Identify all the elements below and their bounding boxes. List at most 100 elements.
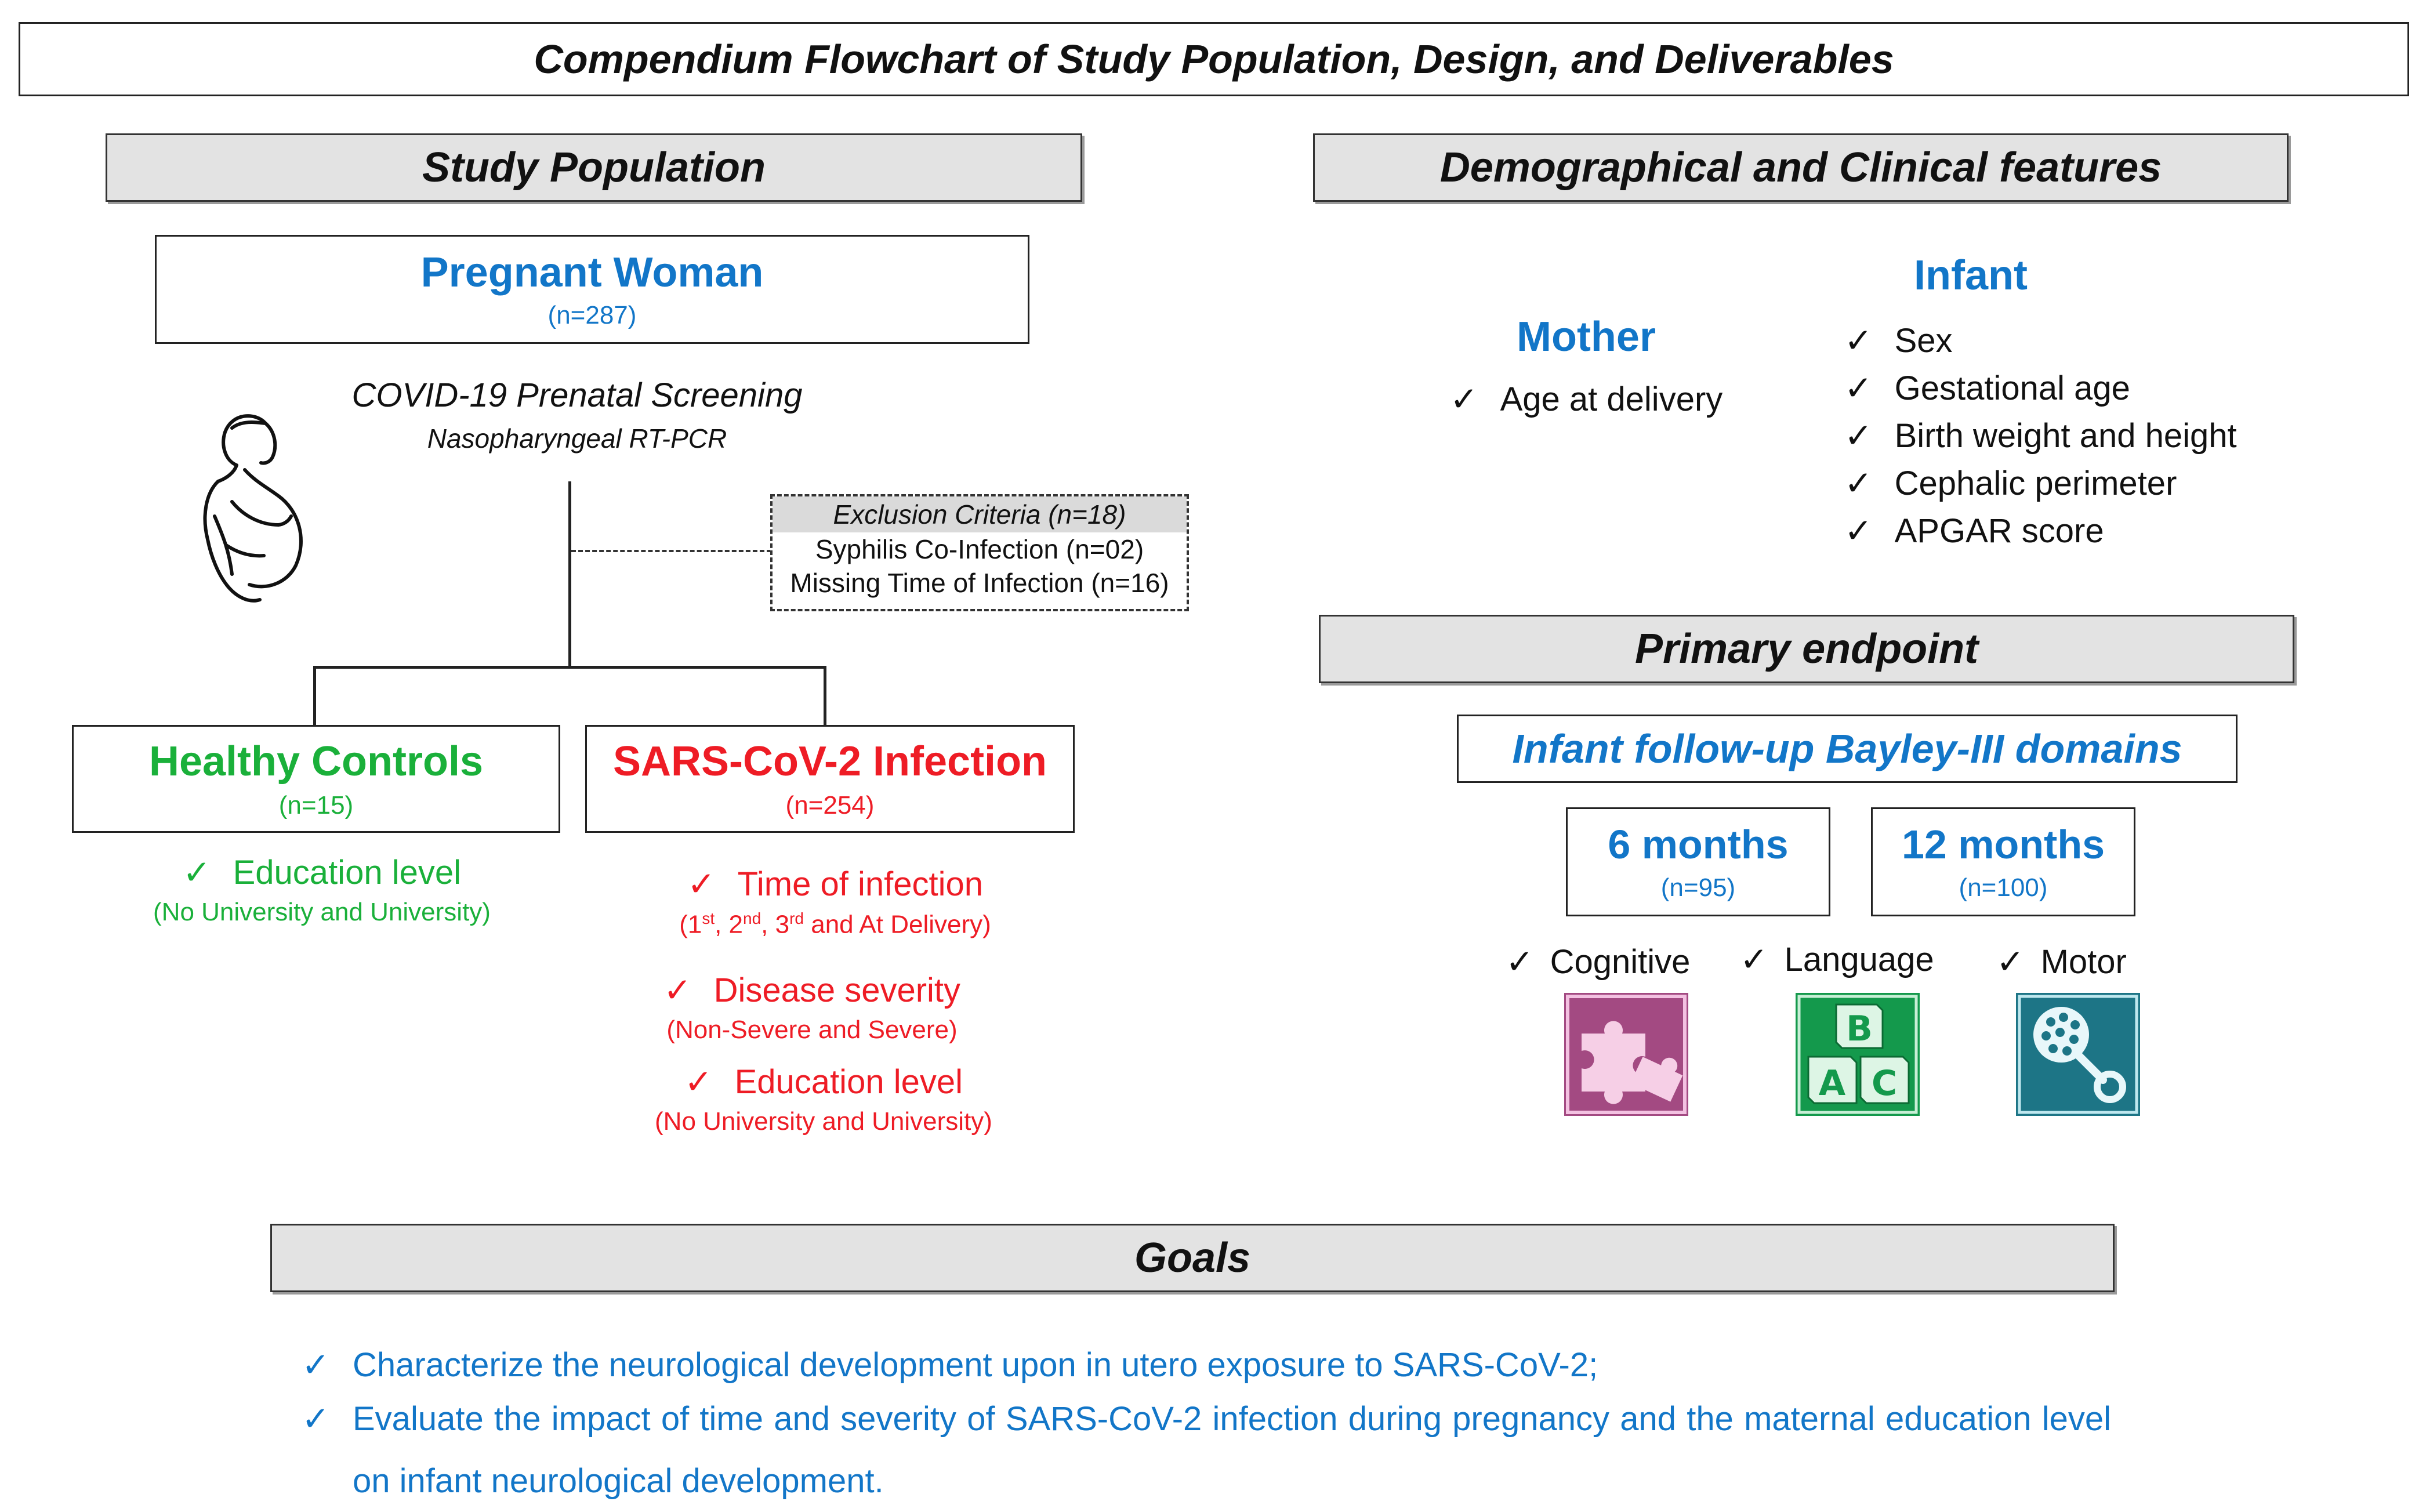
check-icon: ✓ — [1844, 417, 1873, 455]
exclusion-criteria-title-bar: Exclusion Criteria (n=18) — [773, 496, 1187, 532]
check-icon: ✓ — [1506, 943, 1534, 981]
controls-criterion-label: Education level — [233, 853, 461, 891]
goal-text: Evaluate the impact of time and severity… — [353, 1400, 2111, 1500]
connector-left-drop — [313, 666, 316, 726]
infection-box: SARS-CoV-2 Infection (n=254) — [585, 725, 1075, 833]
healthy-controls-box: Healthy Controls (n=15) — [72, 725, 560, 833]
infant-item-label: Sex — [1894, 321, 1953, 360]
check-icon: ✓ — [183, 854, 211, 891]
controls-criterion-detail: (No University and University) — [153, 898, 491, 926]
infection-criterion-label: Disease severity — [713, 971, 961, 1009]
domain-motor: ✓ Motor — [1996, 938, 2127, 985]
check-icon: ✓ — [1450, 380, 1478, 418]
check-icon: ✓ — [1844, 369, 1873, 407]
goals-header: Goals — [270, 1224, 2115, 1292]
features-header: Demographical and Clinical features — [1313, 133, 2289, 202]
check-icon: ✓ — [663, 971, 692, 1009]
timepoint-count: (n=100) — [1959, 873, 2048, 902]
goal-text: Characterize the neurological developmen… — [353, 1346, 1598, 1384]
exclusion-item: Syphilis Co-Infection (n=02) — [815, 534, 1144, 564]
timepoint-label: 6 months — [1608, 822, 1789, 867]
pregnant-woman-label: Pregnant Woman — [420, 249, 764, 296]
timepoint-box: 6 months (n=95) — [1566, 807, 1830, 916]
timepoint-label: 12 months — [1901, 822, 2105, 867]
endpoint-header: Primary endpoint — [1319, 615, 2294, 683]
infection-criterion-education: ✓ Education level (No University and Uni… — [557, 1062, 1090, 1136]
infant-item-label: Cephalic perimeter — [1894, 464, 2177, 502]
study-population-header-label: Study Population — [422, 144, 766, 191]
infant-item-label: Gestational age — [1894, 369, 2130, 407]
check-icon: ✓ — [1844, 465, 1873, 502]
title-box: Compendium Flowchart of Study Population… — [19, 22, 2409, 96]
infant-column: Infant ✓ Sex ✓ Gestational age ✓ Birth w… — [1844, 252, 2273, 554]
svg-text:B: B — [1846, 1009, 1873, 1049]
pregnant-woman-icon — [203, 414, 303, 603]
infection-criterion-detail: (Non-Severe and Severe) — [666, 1016, 958, 1044]
infection-criterion-severity: ✓ Disease severity (Non-Severe and Sever… — [545, 970, 1079, 1045]
infection-criterion-detail: (1st, 2nd, 3rd and At Delivery) — [679, 909, 991, 940]
infant-item: ✓ Sex — [1844, 317, 2273, 364]
domain-language: ✓ Language — [1740, 936, 1934, 982]
domain-label: Motor — [2040, 942, 2127, 981]
abc-blocks-icon: B A C — [1796, 993, 1920, 1116]
screening-subtitle: Nasopharyngeal RT-PCR — [427, 423, 727, 454]
mother-item-label: Age at delivery — [1500, 380, 1723, 418]
check-icon: ✓ — [1740, 941, 1768, 978]
mother-column: Mother ✓ Age at delivery — [1450, 313, 1751, 419]
detail-part: and At Delivery) — [804, 910, 991, 939]
infection-count: (n=254) — [785, 791, 875, 820]
svg-text:A: A — [1819, 1063, 1846, 1104]
exclusion-criteria-box: Exclusion Criteria (n=18) Syphilis Co-In… — [770, 494, 1189, 611]
check-icon: ✓ — [1844, 512, 1873, 550]
detail-sup: rd — [789, 909, 804, 927]
check-icon: ✓ — [302, 1400, 330, 1438]
connector-exclusion-dashed — [571, 550, 771, 552]
timepoint-count: (n=95) — [1660, 873, 1736, 902]
endpoint-header-label: Primary endpoint — [1634, 626, 1979, 672]
goal-item: ✓ Evaluate the impact of time and severi… — [302, 1388, 2111, 1512]
infection-criterion-label: Time of infection — [737, 865, 983, 903]
mother-label: Mother — [1517, 314, 1656, 360]
healthy-controls-count: (n=15) — [278, 791, 354, 820]
domain-cognitive: ✓ Cognitive — [1506, 938, 1690, 985]
detail-sup: st — [702, 909, 715, 927]
timepoint-box: 12 months (n=100) — [1871, 807, 2135, 916]
followup-box: Infant follow-up Bayley-III domains — [1457, 715, 2238, 783]
connector-main-vertical — [568, 481, 571, 667]
domain-label: Cognitive — [1550, 942, 1691, 981]
check-icon: ✓ — [1996, 943, 2025, 981]
infant-item-label: Birth weight and height — [1894, 416, 2237, 455]
detail-part: , 3 — [761, 910, 790, 939]
check-icon: ✓ — [684, 1063, 713, 1101]
infant-item: ✓ Birth weight and height — [1844, 412, 2273, 459]
goal-item: ✓ Characterize the neurological developm… — [302, 1334, 2111, 1396]
infant-item-label: APGAR score — [1894, 512, 2104, 550]
features-header-label: Demographical and Clinical features — [1439, 144, 2162, 191]
puzzle-icon — [1564, 993, 1688, 1116]
mother-item: ✓ Age at delivery — [1450, 379, 1751, 419]
goals-header-label: Goals — [1134, 1235, 1251, 1281]
healthy-controls-label: Healthy Controls — [148, 738, 484, 785]
infant-item: ✓ Gestational age — [1844, 364, 2273, 412]
screening-title: COVID-19 Prenatal Screening — [351, 376, 803, 414]
infection-label: SARS-CoV-2 Infection — [612, 738, 1047, 785]
page-title: Compendium Flowchart of Study Population… — [534, 37, 1894, 82]
followup-label: Infant follow-up Bayley-III domains — [1512, 726, 2182, 771]
study-population-header: Study Population — [106, 133, 1082, 202]
svg-text:C: C — [1872, 1063, 1897, 1104]
detail-part: (1 — [679, 910, 702, 939]
controls-criterion: ✓ Education level (No University and Uni… — [72, 853, 572, 927]
detail-part: , 2 — [715, 910, 744, 939]
connector-split-horizontal — [313, 666, 826, 669]
infant-item: ✓ APGAR score — [1844, 507, 2273, 554]
screening-text: COVID-19 Prenatal Screening Nasopharynge… — [325, 374, 829, 455]
check-icon: ✓ — [1844, 322, 1873, 360]
exclusion-criteria-title: Exclusion Criteria (n=18) — [833, 499, 1126, 530]
check-icon: ✓ — [302, 1346, 330, 1384]
pregnant-woman-count: (n=287) — [547, 301, 637, 329]
infection-criterion-label: Education level — [734, 1063, 963, 1101]
connector-right-drop — [824, 666, 826, 726]
infant-label: Infant — [1914, 252, 2028, 299]
infant-item: ✓ Cephalic perimeter — [1844, 459, 2273, 507]
domain-label: Language — [1784, 940, 1934, 978]
